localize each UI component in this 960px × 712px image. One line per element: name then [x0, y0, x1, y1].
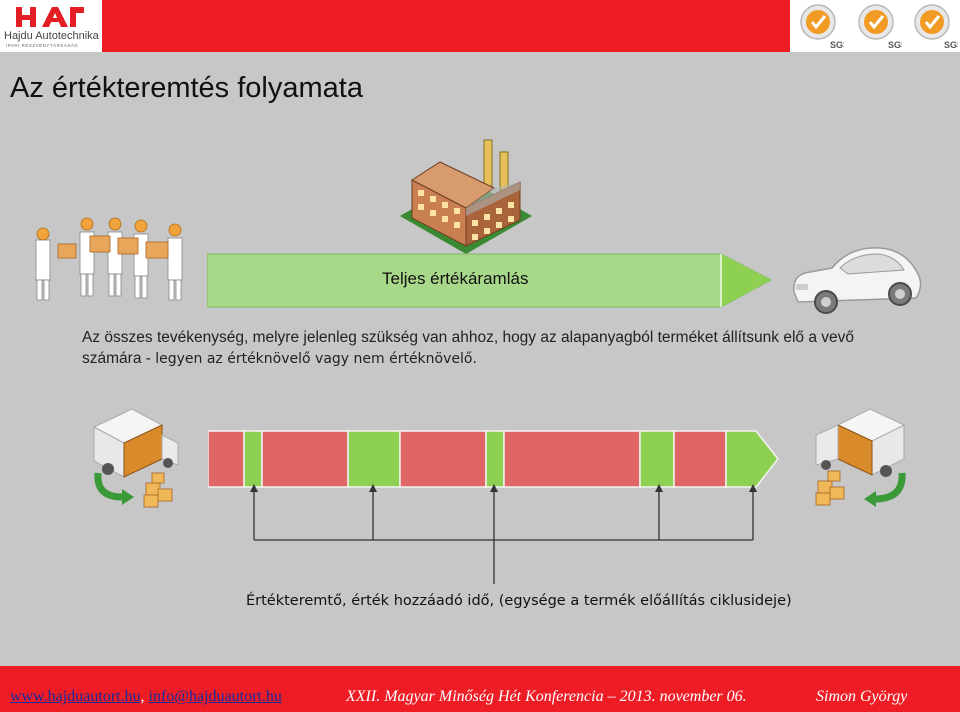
company-logo-icon — [14, 4, 86, 30]
description-tail: legyen az értéknövelő vagy nem értéknöve… — [155, 351, 477, 367]
timeline-segment-red — [261, 430, 349, 488]
page-title: Az értékteremtés folyamata — [10, 72, 363, 104]
certificate-label: SGS — [888, 40, 902, 50]
footer-bar — [0, 666, 960, 712]
company-name: Hajdu Autotechnika — [4, 30, 99, 42]
timeline-segment-green — [725, 430, 779, 488]
certificate-label: SGS — [830, 40, 844, 50]
value-add-timeline — [208, 430, 779, 488]
email-link[interactable]: info@hajduautort.hu — [148, 688, 282, 705]
certificate-label: SGS — [944, 40, 958, 50]
value-add-connectors — [250, 484, 757, 584]
timeline-segment-red — [673, 430, 727, 488]
delivery-truck-out-icon — [815, 408, 906, 507]
website-link[interactable]: www.hajduautort.hu — [10, 688, 141, 705]
value-stream-label: Teljes értékáramlás — [382, 269, 529, 288]
description-text: Az összes tevékenység, melyre jelenleg s… — [82, 327, 902, 370]
sgs-certificate-icon: SGS — [914, 4, 958, 50]
sgs-certificate-icon: SGS — [858, 4, 902, 50]
delivery-truck-in-icon — [92, 408, 179, 508]
certificates-area: SGS SGS SGS — [790, 0, 960, 52]
company-subtitle: IPARI RÉSZVÉNYTÁRSASÁG — [6, 43, 79, 48]
timeline-segment-green — [639, 430, 675, 488]
description-main: Az összes tevékenység, melyre jelenleg s… — [82, 329, 854, 367]
factory-icon — [400, 139, 532, 254]
timeline-segment-green — [243, 430, 263, 488]
full-value-stream-arrow — [207, 253, 773, 308]
company-logo[interactable]: Hajdu Autotechnika IPARI RÉSZVÉNYTÁRSASÁ… — [0, 0, 102, 52]
sgs-certificate-icon: SGS — [800, 4, 844, 50]
timeline-segment-red — [208, 430, 245, 488]
car-icon — [793, 247, 922, 314]
value-add-time-label: Értékteremtő, érték hozzáadó idő, (egysé… — [246, 593, 792, 609]
timeline-segment-red — [399, 430, 487, 488]
footer-separator: , — [140, 688, 145, 705]
workers-icon — [35, 217, 183, 301]
conference-name: XXII. Magyar Minőség Hét Konferencia – 2… — [346, 688, 747, 705]
timeline-segment-red — [503, 430, 641, 488]
footer-contact: www.hajduautort.hu, info@hajduautort.hu — [10, 688, 282, 706]
author-name: Simon György — [816, 688, 908, 705]
timeline-segment-green — [347, 430, 401, 488]
timeline-segment-green — [485, 430, 505, 488]
